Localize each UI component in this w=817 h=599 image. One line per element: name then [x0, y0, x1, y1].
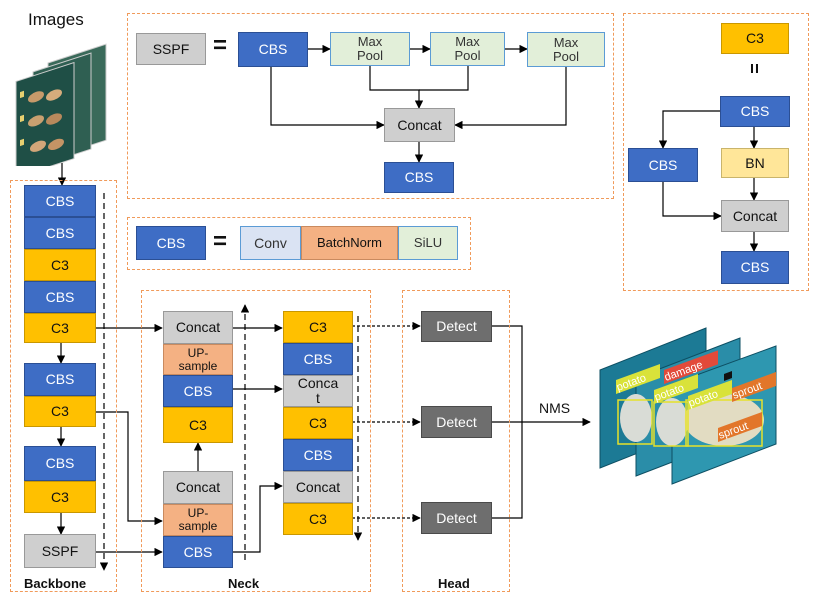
backbone-c3-1: C3 — [24, 249, 96, 281]
neck-concat-4: Concat — [283, 471, 353, 503]
neck-c3-out-2: C3 — [283, 407, 353, 439]
backbone-c3-2: C3 — [24, 313, 96, 343]
nms-label: NMS — [539, 400, 570, 416]
neck-c3-out-3: C3 — [283, 503, 353, 535]
backbone-label: Backbone — [24, 576, 86, 591]
neck-c3-1: C3 — [163, 407, 233, 443]
sspf-equals-sign: = — [213, 32, 227, 60]
detect-block-2: Detect — [421, 406, 492, 438]
sspf-maxpool-2: Max Pool — [430, 32, 505, 66]
neck-upsample-1: UP- sample — [163, 344, 233, 375]
sspf-def-name: SSPF — [136, 33, 206, 65]
output-detection-images: potato damage potato potato sprout sprou… — [596, 318, 786, 488]
backbone-cbs-3: CBS — [24, 281, 96, 313]
neck-label: Neck — [228, 576, 259, 591]
backbone-cbs-5: CBS — [24, 446, 96, 481]
c3-def-concat: Concat — [721, 200, 789, 232]
neck-cbs-3: CBS — [283, 343, 353, 375]
backbone-cbs-4: CBS — [24, 363, 96, 396]
neck-cbs-4: CBS — [283, 439, 353, 471]
c3-def-cbs-top: CBS — [720, 96, 790, 127]
neck-concat-2: Concat — [163, 471, 233, 504]
backbone-cbs-2: CBS — [24, 217, 96, 249]
backbone-c3-4: C3 — [24, 481, 96, 513]
c3-def-cbs-out: CBS — [721, 251, 789, 284]
c3-def-name: C3 — [721, 23, 789, 54]
cbs-equals-sign: = — [213, 228, 227, 256]
head-label: Head — [438, 576, 470, 591]
backbone-cbs-1: CBS — [24, 185, 96, 217]
conv-block: Conv — [240, 226, 301, 260]
sspf-concat-block: Concat — [384, 108, 455, 142]
c3-def-cbs-branch: CBS — [628, 148, 698, 182]
silu-block: SiLU — [398, 226, 458, 260]
neck-concat-3: Conca t — [283, 375, 353, 407]
detect-block-3: Detect — [421, 502, 492, 534]
sspf-maxpool-1: Max Pool — [330, 32, 410, 66]
cbs-def-name: CBS — [136, 226, 206, 260]
c3-def-bn: BN — [721, 148, 789, 178]
input-image-stack — [8, 36, 118, 166]
c3-equals-sign: = — [743, 63, 764, 74]
backbone-sspf: SSPF — [24, 534, 96, 568]
neck-cbs-2: CBS — [163, 536, 233, 568]
neck-upsample-2: UP- sample — [163, 504, 233, 536]
backbone-c3-3: C3 — [24, 396, 96, 427]
batchnorm-block: BatchNorm — [301, 226, 398, 260]
neck-c3-out-1: C3 — [283, 311, 353, 343]
sspf-cbs-block: CBS — [238, 32, 308, 67]
neck-concat-1: Concat — [163, 311, 233, 344]
detect-block-1: Detect — [421, 311, 492, 342]
sspf-maxpool-3: Max Pool — [527, 32, 605, 67]
neck-cbs-1: CBS — [163, 375, 233, 407]
sspf-output-cbs: CBS — [384, 162, 454, 193]
images-title: Images — [28, 10, 84, 30]
